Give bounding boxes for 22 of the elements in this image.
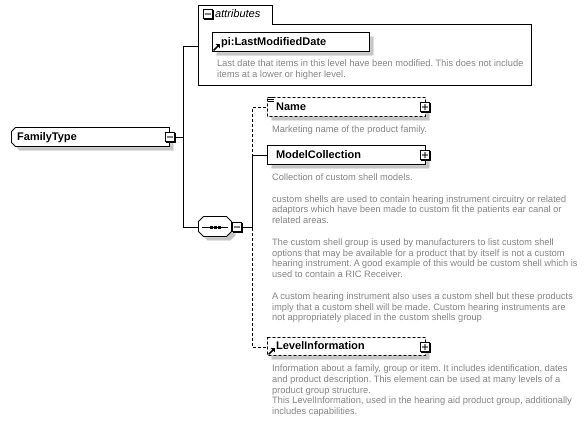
element-name: FamilyType	[17, 130, 77, 145]
connector-line	[242, 227, 268, 348]
element-box	[267, 337, 431, 360]
description-text: custom shells are used to contain hearing instrument circuitry or related adaptors which have been made to custom fit the patients ear canal or related areas.	[272, 194, 568, 226]
description-text: A custom hearing instrument also uses a custom shell but these products imply that a custom shell will be made. Custom hearing instruments are not appropriately placed in the custom shells group	[272, 290, 574, 324]
element-box	[11, 127, 176, 151]
description-text: The custom shell group is used by manufacturers to list custom shell options that may be available for a product that by itself is not a custom hearing instrument. A good example of this would be custom shell which is used to contain a RIC Receiver.	[272, 236, 578, 280]
element-name: LevelInformation	[276, 339, 365, 354]
description-text: Information about a family, group or item. It includes identification, dates and product description. This element can be used at many levels of a product group structure.	[272, 363, 568, 396]
description-text: Collection of custom shell models.	[272, 172, 414, 183]
element-box	[267, 145, 431, 169]
element-name: ModelCollection	[276, 148, 361, 163]
description-text: Last date that items in this level have been modified. This does not include items at a lower or higher level.	[217, 58, 524, 80]
description-text: This LevelInformation, used in the hearing aid product group, additionally includes capabilities.	[272, 395, 573, 417]
section-label: attributes	[215, 7, 260, 22]
element-name: pi:LastModifiedDate	[221, 35, 326, 50]
description-text: Marketing name of the product family.	[272, 124, 428, 135]
connector-line	[176, 137, 198, 228]
element-box	[267, 97, 431, 121]
attributes-panel	[198, 5, 532, 86]
element-box	[212, 32, 374, 56]
element-name: Name	[276, 100, 306, 115]
